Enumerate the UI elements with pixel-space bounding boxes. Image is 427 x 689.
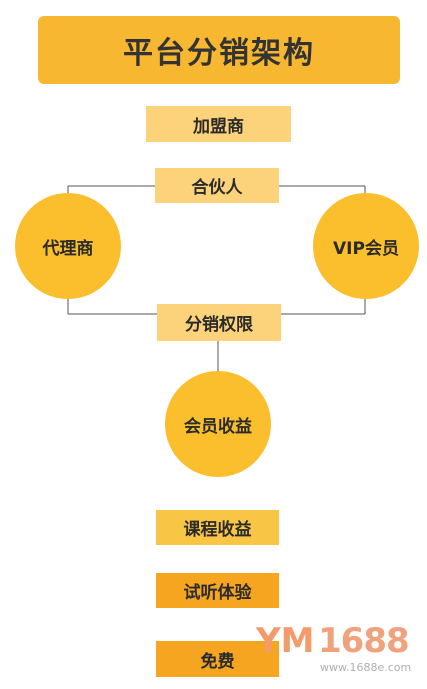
node-franchisee: 加盟商 [146,106,291,142]
node-free: 免费 [156,641,279,677]
node-partner: 合伙人 [155,168,279,203]
node-distribution-rights: 分销权限 [157,304,281,341]
page-title: 平台分销架构 [38,16,400,84]
watermark: YM 1688 www.1688e.com [256,621,416,681]
watermark-logo-icon: YM [256,621,315,661]
watermark-number: 1688 [318,621,410,661]
node-vip: VIP会员 [313,193,419,299]
watermark-url: www.1688e.com [320,661,412,674]
node-trial: 试听体验 [156,573,279,608]
node-course-revenue: 课程收益 [156,510,279,545]
node-agent: 代理商 [15,193,121,299]
node-member-revenue: 会员收益 [165,371,271,477]
